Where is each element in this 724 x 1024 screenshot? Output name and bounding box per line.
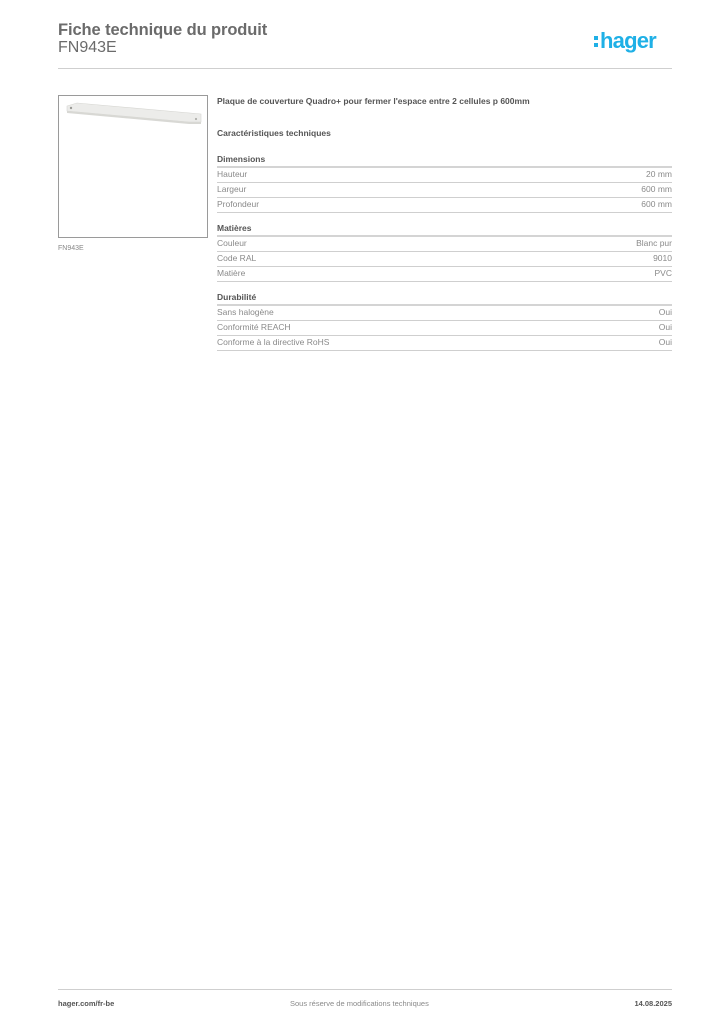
spec-row: Largeur 600 mm [217, 183, 672, 198]
footer-disclaimer: Sous réserve de modifications techniques [290, 999, 429, 1008]
specs-title: Caractéristiques techniques [217, 128, 331, 138]
spec-value: PVC [654, 268, 672, 278]
product-image-frame [58, 95, 208, 238]
spec-row: Hauteur 20 mm [217, 168, 672, 183]
spec-label: Code RAL [217, 253, 257, 263]
page-title: Fiche technique du produit [58, 21, 268, 39]
spec-group-durability: Durabilité Sans halogène Oui Conformité … [217, 292, 672, 351]
spec-label: Largeur [217, 184, 247, 194]
spec-label: Conforme à la directive RoHS [217, 337, 330, 347]
product-reference: FN943E [58, 39, 117, 56]
spec-value: 600 mm [641, 184, 672, 194]
spec-group-materials: Matières Couleur Blanc pur Code RAL 9010… [217, 223, 672, 282]
spec-row: Matière PVC [217, 267, 672, 282]
spec-label: Matière [217, 268, 246, 278]
spec-group-title: Dimensions [217, 154, 672, 168]
spec-label: Conformité REACH [217, 322, 291, 332]
product-description: Plaque de couverture Quadro+ pour fermer… [217, 96, 530, 106]
spec-value: 9010 [653, 253, 672, 263]
spec-row: Sans halogène Oui [217, 306, 672, 321]
header-divider [58, 68, 672, 69]
spec-row: Conforme à la directive RoHS Oui [217, 336, 672, 351]
footer-divider [58, 989, 672, 990]
spec-row: Code RAL 9010 [217, 252, 672, 267]
spec-group-title: Durabilité [217, 292, 672, 306]
spec-value: Oui [658, 322, 672, 332]
spec-label: Profondeur [217, 199, 260, 209]
spec-group-title: Matières [217, 223, 672, 237]
spec-value: Oui [658, 307, 672, 317]
spec-label: Sans halogène [217, 307, 274, 317]
spec-value: 20 mm [646, 169, 672, 179]
spec-value: Oui [658, 337, 672, 347]
product-image-caption: FN943E [58, 245, 84, 252]
cover-plate-image-icon [66, 102, 202, 124]
spec-value: 600 mm [641, 199, 672, 209]
footer-date: 14.08.2025 [634, 999, 672, 1008]
spec-label: Hauteur [217, 169, 248, 179]
spec-group-dimensions: Dimensions Hauteur 20 mm Largeur 600 mm … [217, 154, 672, 213]
spec-row: Conformité REACH Oui [217, 321, 672, 336]
logo-colon-icon [594, 35, 598, 47]
spec-value: Blanc pur [636, 238, 672, 248]
product-details: Plaque de couverture Quadro+ pour fermer… [217, 96, 672, 351]
hager-logo: hager [594, 28, 657, 54]
footer-website-link[interactable]: hager.com/fr-be [58, 999, 115, 1008]
spec-row: Profondeur 600 mm [217, 198, 672, 213]
spec-row: Couleur Blanc pur [217, 237, 672, 252]
logo-text: hager [600, 28, 657, 53]
spec-label: Couleur [217, 238, 247, 248]
